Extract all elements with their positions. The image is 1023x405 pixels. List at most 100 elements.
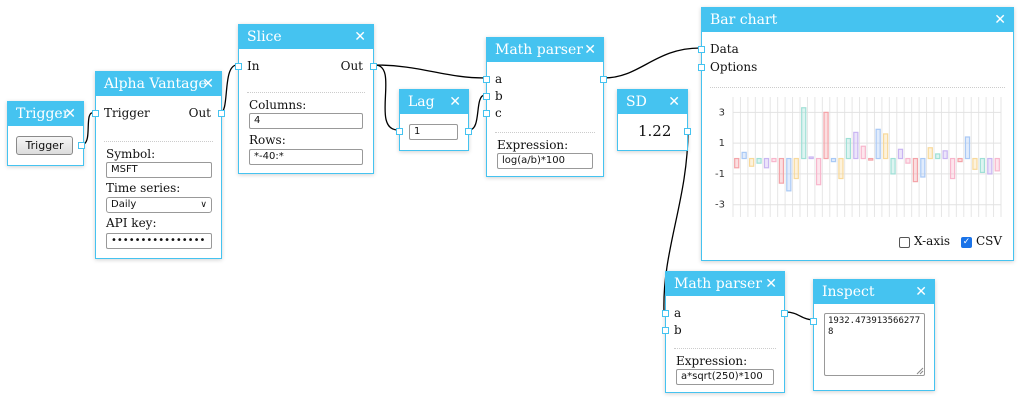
input-port-in[interactable] <box>235 63 242 70</box>
wire-math1-barchart <box>603 47 701 79</box>
node-header[interactable]: Alpha Vantage ✕ <box>96 72 221 96</box>
bar <box>920 157 926 178</box>
bar <box>741 151 747 160</box>
port-label-out: Out <box>188 106 211 120</box>
node-title: Trigger <box>16 106 70 122</box>
node-header[interactable]: Math parser ✕ <box>666 272 784 296</box>
wire-sd-math2 <box>663 129 689 313</box>
input-port-b[interactable] <box>483 93 490 100</box>
close-icon[interactable]: ✕ <box>354 29 366 45</box>
node-header[interactable]: Slice ✕ <box>239 25 373 49</box>
port-label-a: a <box>674 306 682 320</box>
output-port[interactable] <box>684 128 691 135</box>
slice-node[interactable]: Slice ✕ In Out Columns: 4 Rows: *-40:* <box>235 24 377 174</box>
math-parser-node-2[interactable]: Math parser ✕ a b Expression: a*sqrt(250… <box>662 271 788 393</box>
close-icon[interactable]: ✕ <box>915 284 927 300</box>
expression-input[interactable]: log(a/b)*100 <box>497 153 593 169</box>
symbol-label: Symbol: <box>106 147 156 161</box>
bar <box>942 150 948 160</box>
inspect-node[interactable]: Inspect ✕ 1932.4739135662778 <box>810 279 935 391</box>
math-parser-node[interactable]: Math parser ✕ a b c Expression: log(a/b)… <box>483 37 607 177</box>
y-tick-label: 3 <box>719 107 725 118</box>
node-title: Lag <box>408 94 435 110</box>
output-port-out[interactable] <box>370 63 377 70</box>
close-icon[interactable]: ✕ <box>765 276 777 292</box>
node-header[interactable]: Math parser ✕ <box>487 38 603 62</box>
lag-input[interactable]: 1 <box>409 124 458 140</box>
separator <box>247 92 365 93</box>
input-port[interactable] <box>810 318 817 325</box>
node-title: Slice <box>247 29 282 45</box>
node-header[interactable]: SD ✕ <box>618 90 687 114</box>
bar <box>756 157 762 164</box>
input-port-a[interactable] <box>483 76 490 83</box>
input-port-b[interactable] <box>662 327 669 334</box>
time-series-select[interactable]: Daily ∨ <box>106 197 212 213</box>
output-port[interactable] <box>600 76 607 83</box>
node-title: Alpha Vantage <box>104 76 207 92</box>
wire-slice-math1a <box>374 64 486 79</box>
close-icon[interactable]: ✕ <box>449 94 461 110</box>
input-port-data[interactable] <box>698 46 705 53</box>
node-header[interactable]: Bar chart ✕ <box>702 8 1013 32</box>
output-port[interactable] <box>465 128 472 135</box>
bar <box>838 157 844 180</box>
node-header[interactable]: Lag ✕ <box>400 90 468 114</box>
bar <box>905 157 911 164</box>
input-port-a[interactable] <box>662 310 669 317</box>
bar <box>853 131 859 160</box>
wire-trigger-alpha <box>83 112 95 145</box>
close-icon[interactable]: ✕ <box>668 94 680 110</box>
bar <box>823 111 829 160</box>
symbol-input[interactable]: MSFT <box>106 162 212 178</box>
input-port-trigger[interactable] <box>92 110 99 117</box>
port-label-a: a <box>495 72 503 86</box>
port-label-data: Data <box>710 42 739 56</box>
sd-node[interactable]: SD ✕ 1.22 <box>617 89 691 151</box>
bar <box>927 147 933 160</box>
bar <box>897 148 904 160</box>
trigger-button[interactable]: Trigger <box>16 136 73 155</box>
bar <box>935 153 941 160</box>
input-port[interactable] <box>396 128 403 135</box>
separator <box>495 132 595 133</box>
selected-option: Daily <box>111 199 137 210</box>
bar <box>987 157 993 175</box>
bar <box>979 157 986 173</box>
y-tick-label: -1 <box>715 169 725 180</box>
output-port[interactable] <box>781 310 788 317</box>
rows-input[interactable]: *-40:* <box>249 149 363 165</box>
expression-input[interactable]: a*sqrt(250)*100 <box>676 369 774 385</box>
node-header[interactable]: Inspect ✕ <box>814 280 934 304</box>
close-icon[interactable]: ✕ <box>584 42 596 58</box>
columns-input[interactable]: 4 <box>249 113 363 129</box>
port-label-b: b <box>495 89 503 103</box>
close-icon[interactable]: ✕ <box>994 12 1006 28</box>
inspect-output[interactable]: 1932.4739135662778 <box>824 313 925 376</box>
bar <box>771 157 777 163</box>
input-port-options[interactable] <box>698 64 705 71</box>
output-port-out[interactable] <box>218 110 225 117</box>
x-axis-checkbox[interactable] <box>899 237 910 248</box>
bar <box>994 157 1000 172</box>
input-port-c[interactable] <box>483 110 490 117</box>
csv-label: CSV <box>976 234 1003 248</box>
alpha-vantage-node[interactable]: Alpha Vantage ✕ Trigger Out Symbol: MSFT… <box>92 71 225 259</box>
close-icon[interactable]: ✕ <box>64 106 76 122</box>
lag-node[interactable]: Lag ✕ 1 <box>396 89 472 151</box>
port-label-options: Options <box>710 60 758 74</box>
bar <box>957 157 963 163</box>
columns-label: Columns: <box>249 98 307 112</box>
csv-checkbox[interactable]: ✓ <box>961 237 972 248</box>
separator <box>674 348 776 349</box>
node-header[interactable]: Trigger ✕ <box>8 102 83 126</box>
x-axis-label: X-axis <box>914 234 951 248</box>
resize-handle-icon[interactable] <box>916 367 924 375</box>
trigger-node[interactable]: Trigger ✕ Trigger <box>7 101 85 166</box>
output-port[interactable] <box>78 142 85 149</box>
api-key-input[interactable]: •••••••••••••••• <box>106 233 212 249</box>
expression-label: Expression: <box>676 354 748 368</box>
bar <box>912 157 919 183</box>
close-icon[interactable]: ✕ <box>202 76 214 92</box>
